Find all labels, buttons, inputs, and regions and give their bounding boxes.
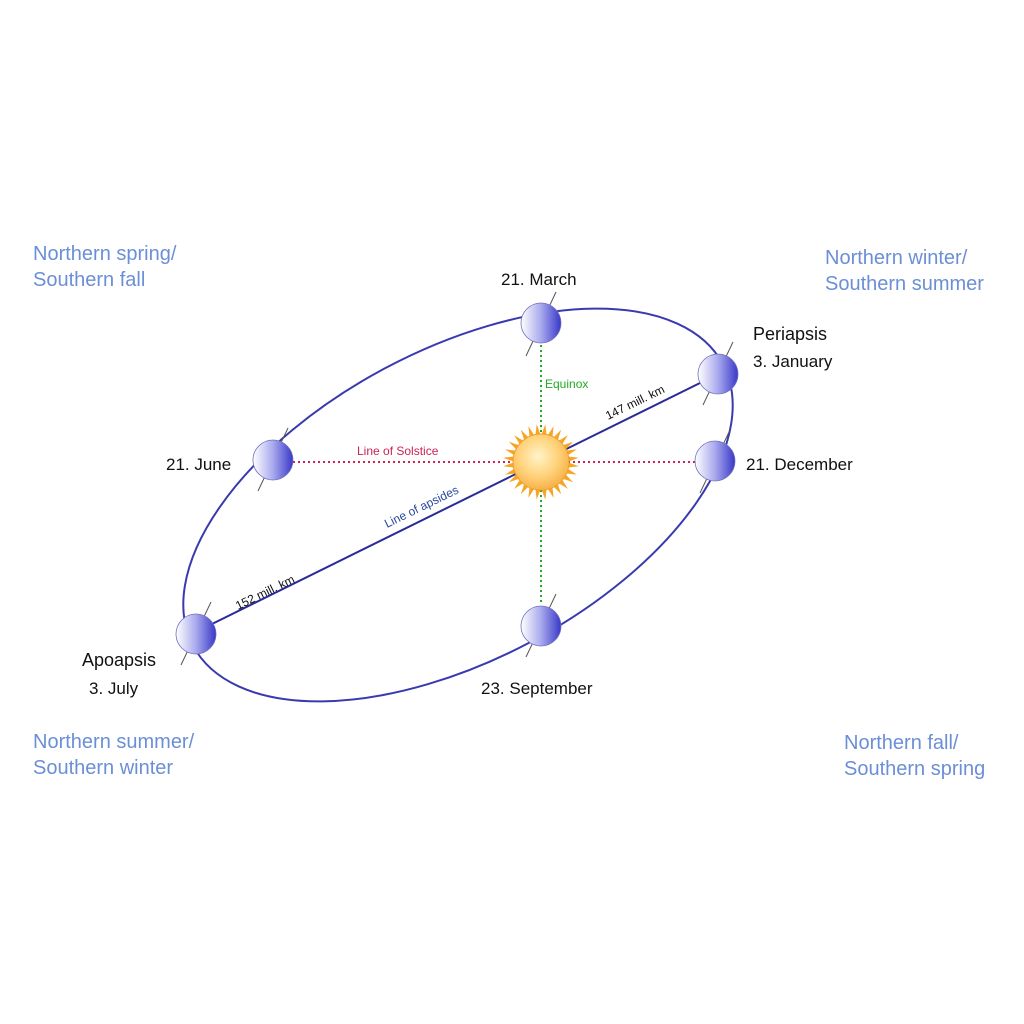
- date-march: 21. March: [501, 270, 577, 289]
- earth-icon-july: [175, 601, 217, 666]
- periapsis-title: Periapsis: [753, 324, 827, 344]
- equinox-label: Equinox: [545, 377, 588, 391]
- apoapsis-distance-label: 152 mill. km: [233, 572, 297, 613]
- earth-icon-january: [697, 341, 739, 406]
- apsides-line: [211, 382, 701, 625]
- earth-icon-june: [252, 427, 294, 492]
- season-top-left-line1: Northern spring/: [33, 243, 177, 265]
- season-top-left-line2: Southern fall: [33, 269, 145, 291]
- sun-icon: [503, 424, 579, 500]
- earth-icon-march: [520, 291, 562, 357]
- date-june: 21. June: [166, 455, 231, 474]
- season-bottom-right-line2: Southern spring: [844, 758, 985, 780]
- season-top-right-line2: Southern summer: [825, 273, 984, 295]
- earth-icon-december: [694, 429, 736, 494]
- orbit-ellipse: [182, 307, 734, 703]
- season-bottom-left-line1: Northern summer/: [33, 731, 195, 753]
- periapsis-date: 3. January: [753, 352, 833, 371]
- date-september: 23. September: [481, 679, 593, 698]
- season-bottom-right-line1: Northern fall/: [844, 732, 959, 754]
- apoapsis-date: 3. July: [89, 679, 139, 698]
- season-top-right-line1: Northern winter/: [825, 247, 968, 269]
- date-december: 21. December: [746, 455, 853, 474]
- solstice-label: Line of Solstice: [357, 444, 439, 458]
- periapsis-distance-label: 147 mill. km: [603, 382, 667, 423]
- apoapsis-title: Apoapsis: [82, 650, 156, 670]
- earth-icon-september: [520, 593, 562, 658]
- season-bottom-left-line2: Southern winter: [33, 757, 173, 779]
